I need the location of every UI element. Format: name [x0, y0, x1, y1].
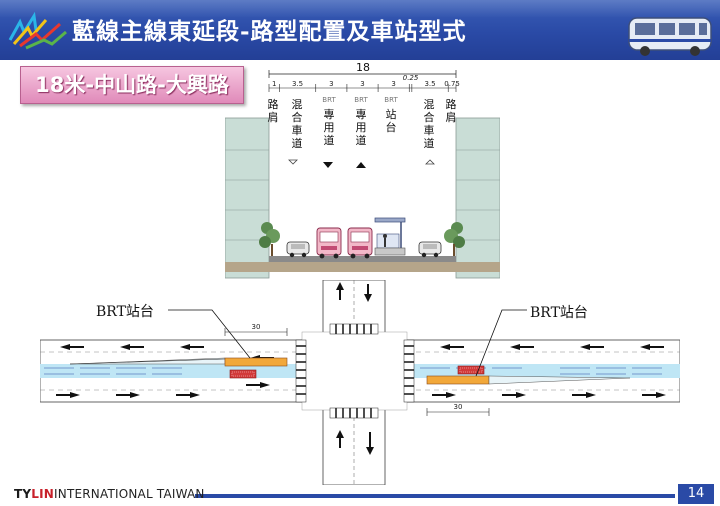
- page-number: 14: [678, 484, 714, 504]
- east-station-label: BRT站台: [530, 305, 588, 321]
- east-lane-arrows: [432, 344, 666, 398]
- west-brt-platform: [224, 357, 288, 367]
- west-brt-bus-icon: [229, 369, 257, 379]
- brt-bus-icon: [316, 227, 342, 259]
- lane-label-char: 合: [292, 110, 303, 124]
- dimension-value: 3.5: [424, 80, 435, 88]
- lane-label-char: 台: [386, 120, 397, 134]
- lane-label-char: 用: [356, 121, 367, 134]
- car-icon: [286, 241, 310, 258]
- crosswalk-south: [329, 407, 379, 419]
- east-brt-bus-icon: [457, 365, 485, 375]
- cross-street-arrows: [336, 282, 374, 455]
- crosswalk-north: [329, 323, 379, 335]
- left-tree-icon: [259, 222, 280, 258]
- lane-label-char: 車: [424, 123, 435, 137]
- east-brt-platform: [426, 375, 490, 385]
- subtitle-box: 18米-中山路-大興路: [20, 66, 244, 104]
- brt-arrow-up-icon: [356, 162, 366, 168]
- west-station-label: BRT站台: [96, 304, 154, 320]
- bus-icon: [628, 17, 712, 56]
- dimension-values: 1 3.5 3 3 3 0.25 3.5 0.75: [272, 74, 460, 88]
- subtitle: 18米-中山路-大興路: [35, 73, 229, 97]
- total-width-label: 18: [356, 61, 370, 74]
- west-dimension-label: 30: [252, 323, 261, 331]
- dimension-value: 0.75: [444, 80, 460, 88]
- lane-label-char: 站: [386, 107, 397, 121]
- lane-label-char: 用: [324, 121, 335, 134]
- lane-label-char: 混: [292, 98, 303, 111]
- header-bar: [0, 0, 720, 60]
- footer-bar: [195, 494, 675, 498]
- dimension-ticks: [268, 84, 457, 92]
- left-building: [225, 117, 270, 279]
- east-station-taper: [488, 375, 631, 385]
- right-tree-icon: [444, 222, 465, 258]
- road-surface: [269, 256, 456, 262]
- lane-tag: BRT: [384, 96, 398, 104]
- lane-label-char: 道: [356, 133, 367, 147]
- dimension-value: 3: [329, 80, 333, 88]
- lane-label-char: 混: [424, 98, 435, 111]
- crosswalk-east: [403, 339, 415, 403]
- brt-arrow-down-icon: [323, 162, 333, 168]
- lane-label-char: 專: [356, 108, 367, 121]
- lane-label-char: 合: [424, 110, 435, 124]
- company-name: TYLININTERNATIONAL TAIWAN: [14, 487, 205, 501]
- brt-bus-icon: [347, 227, 373, 259]
- page-title: 藍線主線東延段-路型配置及車站型式: [72, 18, 467, 45]
- dimension-value: 1: [272, 80, 276, 88]
- west-leader-line: [168, 309, 251, 359]
- lane-label-char: 道: [292, 136, 303, 150]
- car-icon: [418, 241, 442, 258]
- intersection: [301, 331, 408, 411]
- lane-label-char: 車: [292, 123, 303, 137]
- company-mid: LIN: [31, 487, 55, 501]
- footer: TYLININTERNATIONAL TAIWAN 14: [0, 484, 720, 506]
- right-building: [455, 117, 500, 279]
- lane-label-char: 路: [268, 98, 279, 111]
- lane-label-char: 肩: [268, 110, 279, 124]
- lane-arrow-icon: [288, 159, 298, 165]
- east-dimension-label: 30: [454, 403, 463, 411]
- dimension-value: 3: [391, 80, 395, 88]
- dimension-value: 0.25: [403, 74, 419, 82]
- dimension-value: 3: [360, 80, 364, 88]
- dimension-value: 3.5: [292, 80, 303, 88]
- brt-lane-markings: [44, 367, 662, 375]
- person-icon: [383, 234, 387, 247]
- lane-label-char: 道: [424, 136, 435, 150]
- lane-arrow-icon: [425, 159, 435, 165]
- header-shine: [0, 0, 720, 18]
- lane-label-char: 道: [324, 133, 335, 147]
- brt-station-shelter-icon: [374, 217, 406, 256]
- lane-label-char: 路: [446, 98, 457, 111]
- company-suffix: INTERNATIONAL TAIWAN: [54, 487, 205, 501]
- crosswalk-west: [295, 339, 307, 403]
- lane-tag: BRT: [322, 96, 336, 104]
- lane-label-char: 專: [324, 108, 335, 121]
- ground: [225, 262, 500, 272]
- rainbow-logo-icon: [8, 11, 67, 50]
- intersection-plan-view: 30 30: [40, 280, 680, 485]
- company-prefix: TY: [14, 487, 32, 501]
- lane-label-char: 肩: [446, 110, 457, 124]
- east-leader-line: [475, 309, 527, 377]
- lane-tag: BRT: [354, 96, 368, 104]
